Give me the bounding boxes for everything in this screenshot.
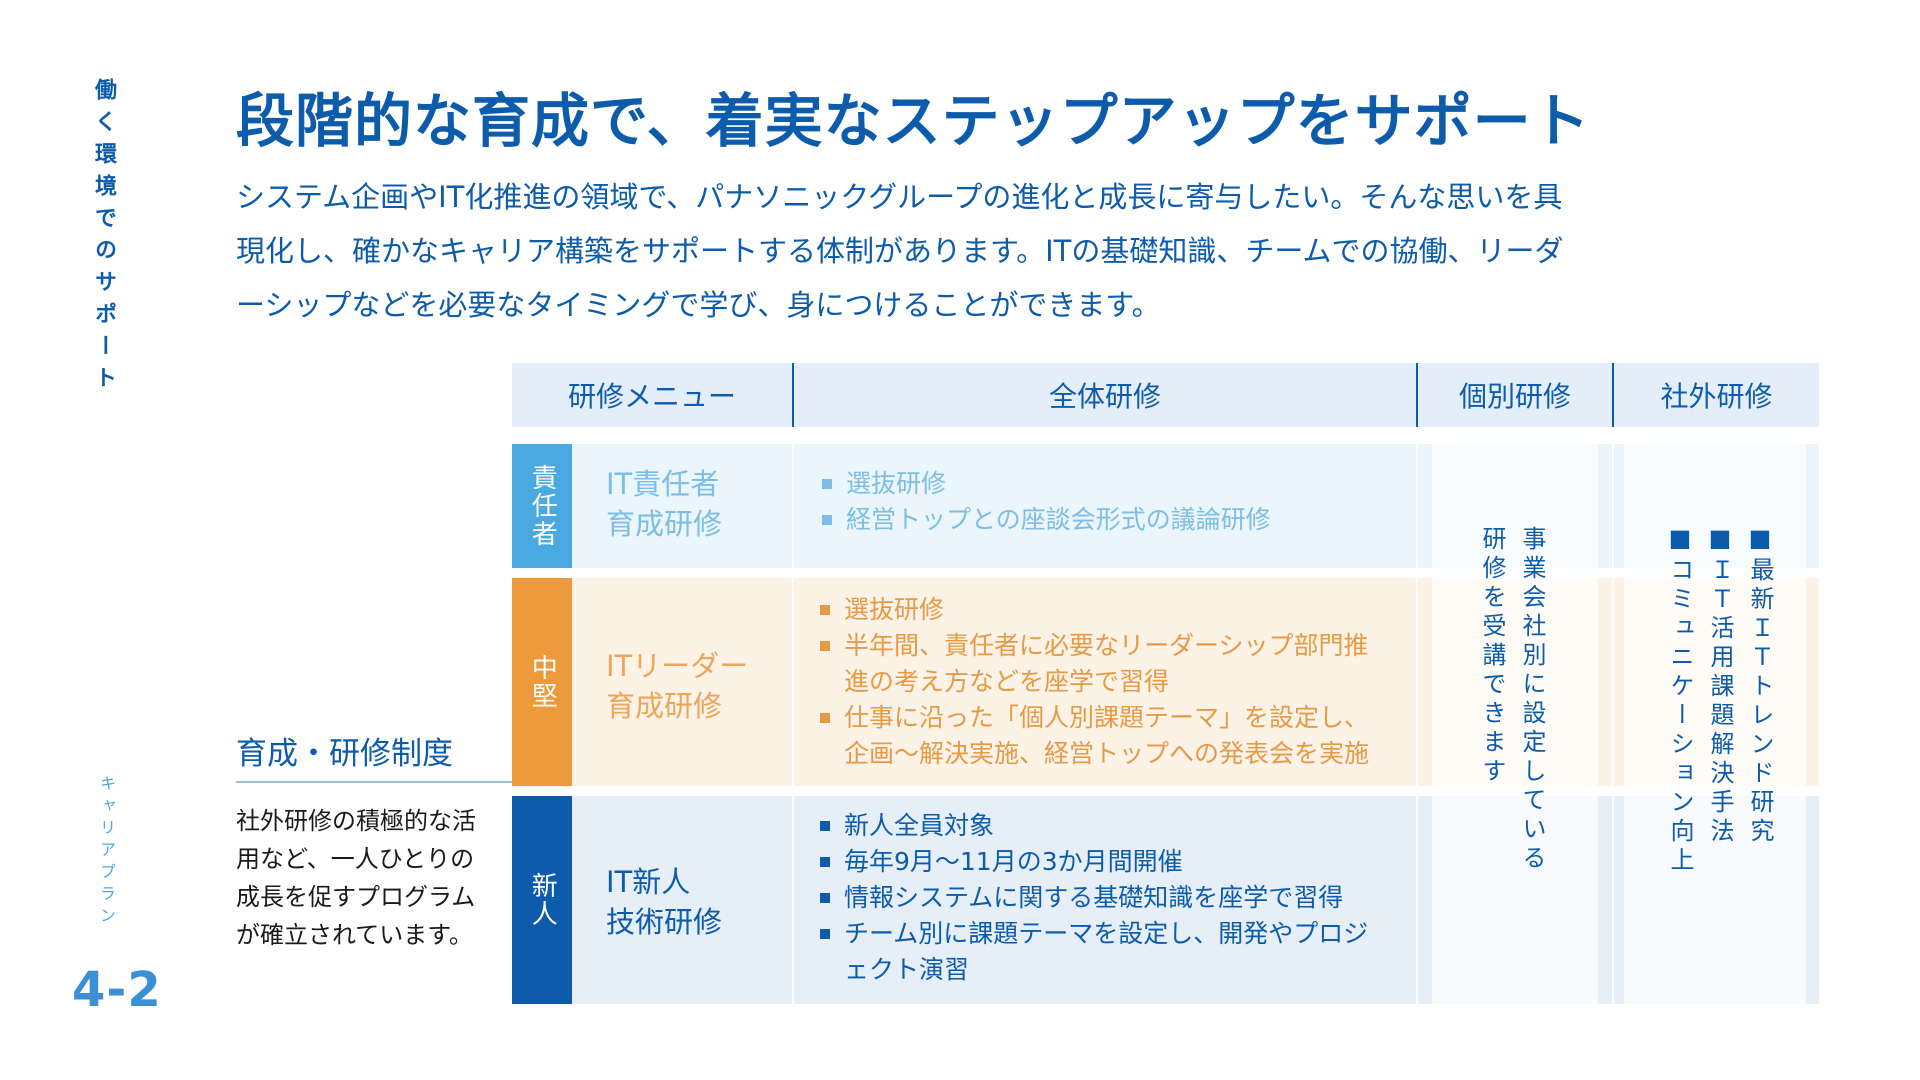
level-mid: 中堅 <box>512 578 572 786</box>
divider <box>792 363 794 427</box>
individual-training-cell: 事業会社別に設定している 研修を受講できます <box>1418 444 1612 1004</box>
system-title: 育成・研修制度 <box>236 736 453 772</box>
external-training-list: ■最新ＩＴトレンド研究 ■ＩＴ活用課題解決手法 ■コミュニケーション向上 <box>1660 524 1780 904</box>
general-training-cell: 新人全員対象 毎年9月〜11月の3か月間開催 情報システムに関する基礎知識を座学… <box>794 796 1416 1004</box>
general-training-cell: 選抜研修 半年間、責任者に必要なリーダーシップ部門推進の考え方などを座学で習得 … <box>794 578 1416 786</box>
list-item: 経営トップとの座談会形式の議論研修 <box>822 502 1271 538</box>
list-item: 仕事に沿った「個人別課題テーマ」を設定し、企画〜解決実施、経営トップへの発表会を… <box>820 700 1380 772</box>
divider <box>1612 363 1614 427</box>
general-training-cell: 選抜研修 経営トップとの座談会形式の議論研修 <box>794 444 1416 568</box>
course-name: IT新人 <box>606 865 691 899</box>
list-item: 半年間、責任者に必要なリーダーシップ部門推進の考え方などを座学で習得 <box>820 628 1380 700</box>
course-name: IT責任者 <box>606 467 720 501</box>
section-title: 働く環境でのサポート <box>91 78 116 398</box>
intro-paragraph: システム企画やIT化推進の領域で、パナソニックグループの進化と成長に寄与したい。… <box>236 180 1564 322</box>
level-new: 新人 <box>512 796 572 1004</box>
individual-training-text: 事業会社別に設定している 研修を受講できます <box>1478 526 1546 874</box>
subsection-label: キャリアプラン <box>97 775 116 929</box>
list-item: 毎年9月〜11月の3か月間開催 <box>820 844 1380 880</box>
header-individual-training: 個別研修 <box>1418 363 1612 427</box>
list-item: ■最新ＩＴトレンド研究 <box>1746 524 1774 847</box>
list-item: ■ＩＴ活用課題解決手法 <box>1706 524 1734 847</box>
course-cell: ITリーダー 育成研修 <box>572 578 792 786</box>
list-item: チーム別に課題テーマを設定し、開発やプロジェクト演習 <box>820 916 1380 988</box>
course-cell: IT新人 技術研修 <box>572 796 792 1004</box>
list-item: 選抜研修 <box>820 592 1380 628</box>
header-general-training: 全体研修 <box>794 363 1416 427</box>
course-name: ITリーダー <box>606 649 749 683</box>
system-description: 社外研修の積極的な活用など、一人ひとりの成長を促すプログラムが確立されています。 <box>236 807 476 949</box>
external-training-cell: ■最新ＩＴトレンド研究 ■ＩＴ活用課題解決手法 ■コミュニケーション向上 <box>1614 444 1819 1004</box>
course-cell: IT責任者 育成研修 <box>572 444 792 568</box>
page-title: 段階的な育成で、着実なステップアップをサポート <box>236 87 1591 155</box>
list-item: ■コミュニケーション向上 <box>1666 524 1694 876</box>
level-manager: 責任者 <box>512 444 572 568</box>
course-name: 育成研修 <box>606 507 723 541</box>
list-item: 新人全員対象 <box>820 808 1380 844</box>
list-item: 選抜研修 <box>822 466 1271 502</box>
header-training-menu: 研修メニュー <box>512 363 792 427</box>
page-number: 4-2 <box>72 962 162 1018</box>
header-external-training: 社外研修 <box>1614 363 1819 427</box>
course-name: 育成研修 <box>606 689 723 723</box>
list-item: 情報システムに関する基礎知識を座学で習得 <box>820 880 1380 916</box>
divider <box>236 781 512 783</box>
divider <box>1416 363 1418 427</box>
course-name: 技術研修 <box>606 905 723 939</box>
